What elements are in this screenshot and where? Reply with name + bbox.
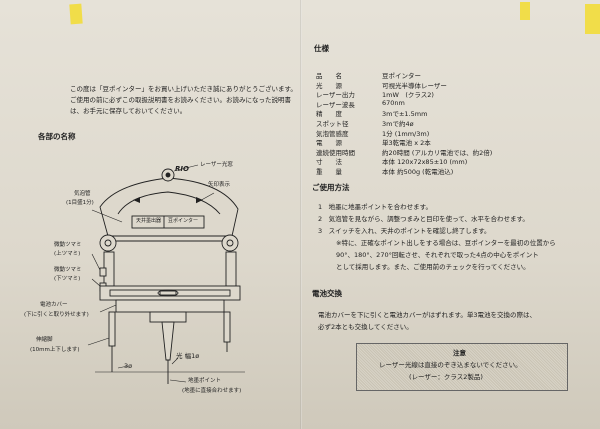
- spec-value: 1mW (クラス2): [382, 91, 434, 100]
- spec-value: 本体 約500g (乾電池込): [382, 168, 454, 176]
- paper-fold: [300, 0, 302, 429]
- spec-value: 約20時間 (アルカリ電池では、約2倍): [382, 148, 493, 157]
- spec-label: 品 名: [316, 72, 342, 80]
- ground-pointer: [161, 321, 175, 361]
- spec-row: 気泡管感度 1分 (1mm/3m): [316, 128, 596, 138]
- label-telescopic-leg-sub: (10mm上下します): [30, 347, 80, 353]
- spec-row: レーザー波長 670nm: [316, 98, 596, 109]
- spec-row: 寸 法 本体 120x72x85±10 (mm): [316, 156, 596, 167]
- spec-value: 670nm: [382, 98, 405, 107]
- device-label-left: 天井墨出器: [136, 218, 162, 224]
- parts-heading: 各部の名称: [38, 132, 76, 141]
- label-ground-point: 地墨ポイント: [188, 378, 222, 384]
- label-adjust-lower-sub: (下ツマミ): [54, 276, 81, 282]
- label-adjust-upper-sub: (上ツマミ): [54, 251, 81, 257]
- label-battery-cover: 電池カバー: [40, 302, 68, 308]
- caution-title: 注意: [453, 349, 466, 357]
- spec-row: レーザー出力 1mW (クラス2): [316, 89, 596, 100]
- spec-value: 1分 (1mm/3m): [382, 129, 430, 138]
- intro-line-1: この度は「豆ポインター」をお買い上げいただき誠にありがとうございます。: [70, 85, 297, 93]
- intro-line-3: は、お手元に保存しておいてください。: [70, 107, 187, 115]
- intro-line-2: ご使用の前に必ずこの取扱説明書をお読みください。お読みになった説明書: [70, 96, 291, 104]
- label-battery-cover-sub: (下に引くと取り外せます): [24, 312, 89, 318]
- spec-label: 気泡管感度: [316, 129, 349, 138]
- caution-box: 注意 レーザー光線は直接のぞき込まないでください。 (レーザー：クラス2製品): [356, 343, 568, 391]
- spec-label: レーザー出力: [316, 91, 355, 100]
- label-adjust-upper: 微動ツマミ: [54, 242, 82, 248]
- caution-line-1: レーザー光線は直接のぞき込まないでください。: [379, 361, 522, 369]
- usage-note-1: ※特に、正確なポイント出しをする場合は、豆ポインターを最初の位置から: [336, 239, 556, 247]
- battery-heading: 電池交換: [312, 289, 342, 298]
- label-bubble-tube-sub: (1目盛1分): [66, 200, 94, 206]
- usage-note-2: 90°、180°、270°回転させ、それぞれで取った4点の中心をポイント: [336, 251, 539, 259]
- spec-label: 寸 法: [316, 158, 342, 167]
- usage-step-2: 2 気泡管を見ながら、調整つまみと目印を使って、水平を合わせます。: [318, 215, 529, 223]
- label-bubble-tube: 気泡管: [74, 191, 91, 197]
- label-arrow-display: 矢印表示: [208, 182, 231, 188]
- spec-label: 精 度: [316, 110, 342, 119]
- spec-row: 連続使用時間 約20時間 (アルカリ電池では、約2倍): [316, 147, 596, 157]
- spec-value: 3mで約4ø: [382, 120, 414, 128]
- battery-line-2: 必ず2本とも交換してください。: [318, 323, 413, 331]
- spec-label: 重 量: [316, 168, 342, 176]
- label-leg-diameter: 3ø: [124, 362, 133, 370]
- label-ground-point-sub: (地墨に直接合わせます): [182, 388, 242, 394]
- spec-value: 単3乾電池 x 2本: [382, 139, 431, 148]
- spec-value: 本体 120x72x85±10 (mm): [382, 158, 468, 167]
- device-diagram: [87, 164, 245, 384]
- tape-right-edge: [585, 4, 600, 34]
- usage-step-1: 1 地墨に地墨ポイントを合わせます。: [318, 203, 432, 211]
- label-beam-diameter: 光 幅1ø: [176, 352, 200, 360]
- label-laser-window: レーザー光窓: [200, 162, 233, 168]
- tape-top-right: [520, 2, 530, 20]
- spec-value: 豆ポインター: [382, 72, 421, 80]
- spec-row: 精 度 3mで±1.5mm: [316, 108, 596, 119]
- spec-row: 光 源 可視光半導体レーザー: [316, 80, 596, 90]
- spec-row: 重 量 本体 約500g (乾電池込): [316, 166, 596, 176]
- right-leg: [223, 311, 231, 343]
- label-telescopic-leg: 伸縮脚: [36, 337, 53, 343]
- spec-row: 品 名 豆ポインター: [316, 70, 596, 80]
- usage-heading: ご使用方法: [312, 183, 350, 192]
- caution-line-2: (レーザー：クラス2製品): [409, 373, 483, 381]
- label-adjust-lower: 微動ツマミ: [54, 267, 82, 273]
- device-brand: RIO: [175, 165, 189, 173]
- left-knob: [99, 234, 117, 252]
- usage-note-3: として採用します。また、ご使用前のチェックを行ってください。: [336, 263, 530, 271]
- spec-value: 可視光半導体レーザー: [382, 81, 447, 90]
- spec-row: スポット径 3mで約4ø: [316, 118, 596, 128]
- spec-label: レーザー波長: [316, 100, 355, 109]
- left-leg: [108, 311, 116, 347]
- usage-step-3: 3 スイッチを入れ、天井のポイントを確認し終了します。: [318, 227, 491, 235]
- spec-heading: 仕様: [314, 44, 329, 53]
- device-handle: [99, 177, 239, 237]
- battery-line-1: 電池カバーを下に引くと電池カバーがはずれます。単3電池を交換の際は、: [318, 311, 536, 319]
- spec-label: 連続使用時間: [316, 148, 355, 157]
- spec-label: スポット径: [316, 120, 349, 128]
- device-label-right: 豆ポインター: [168, 218, 199, 224]
- spec-label: 光 源: [316, 81, 342, 90]
- right-knob: [221, 234, 239, 252]
- spec-row: 電 源 単3乾電池 x 2本: [316, 137, 596, 148]
- spec-value: 3mで±1.5mm: [382, 110, 428, 119]
- spec-label: 電 源: [316, 139, 342, 148]
